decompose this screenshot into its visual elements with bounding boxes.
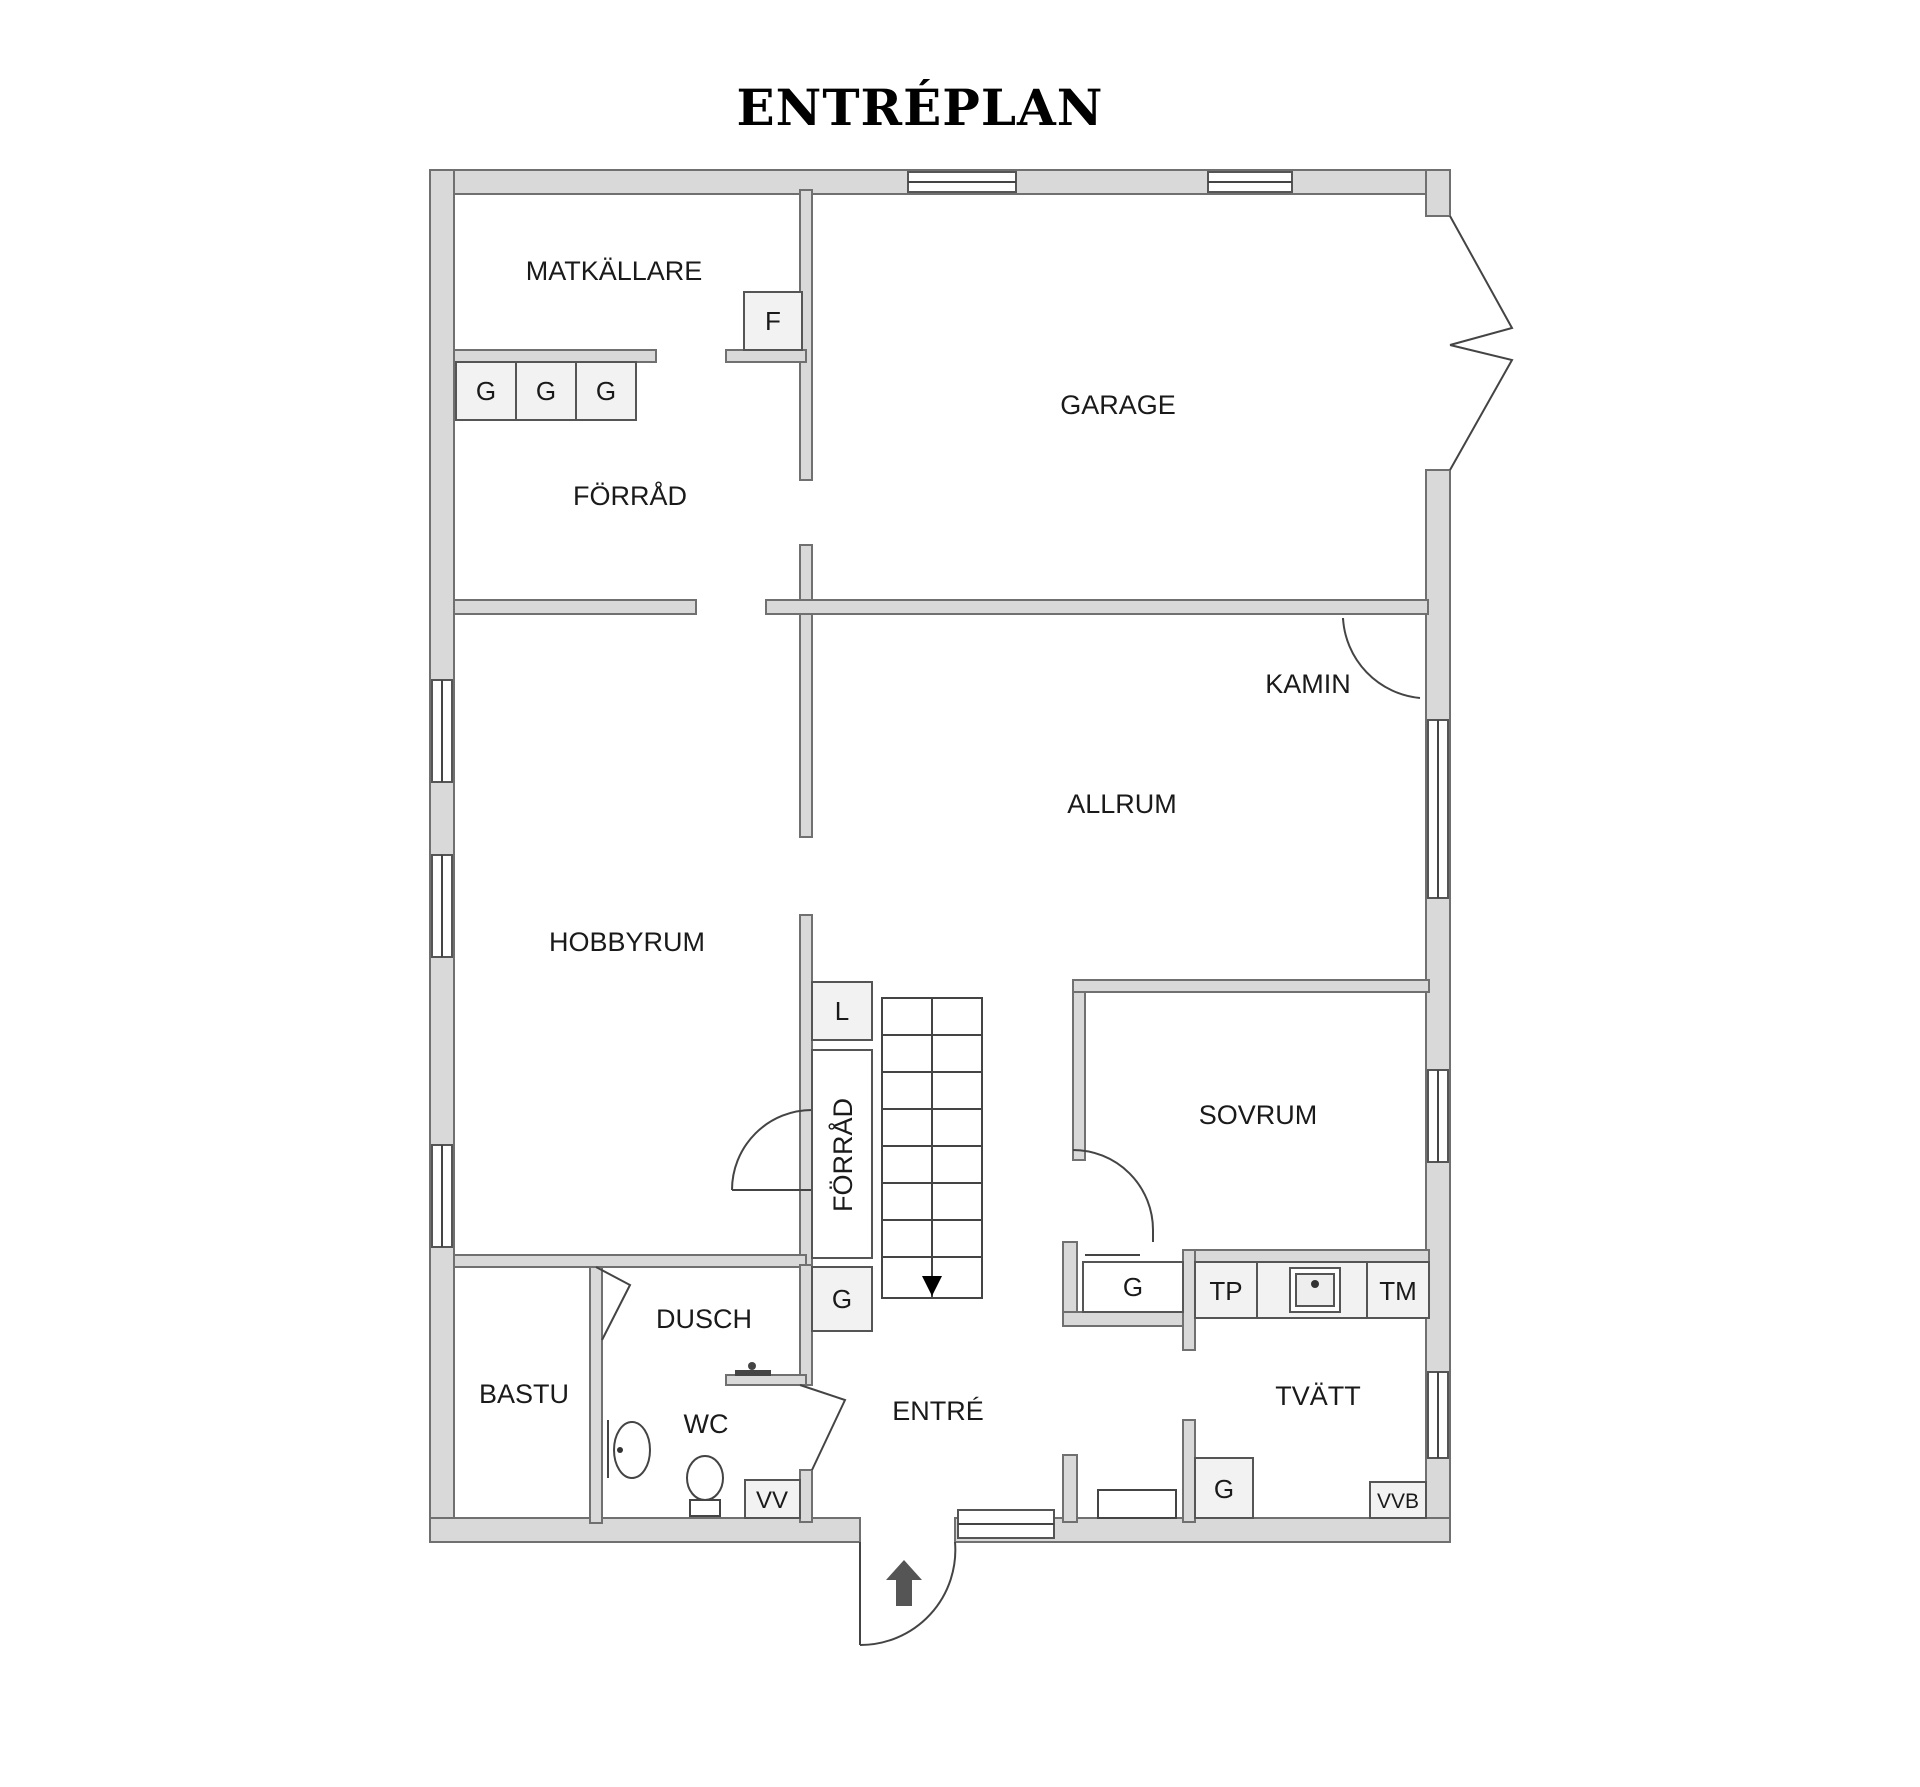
entrance-arrow-icon (886, 1560, 922, 1606)
wall-matkallare-bottom-right (725, 349, 807, 363)
label-vvb: VVB (1377, 1490, 1419, 1513)
fixture-l-box (811, 981, 873, 1041)
label-hobbyrum: HOBBYRUM (549, 927, 705, 957)
wall-hobby-stair (799, 914, 813, 1268)
wall-sovrum-top (1072, 979, 1430, 993)
label-wc: WC (684, 1409, 729, 1439)
sovrum-closet-box (1082, 1261, 1184, 1313)
label-entre: ENTRÉ (892, 1396, 984, 1426)
fixture-vv-box (744, 1479, 801, 1519)
plan-title: ENTRÉPLAN (736, 78, 1104, 137)
toilet-icon (686, 1455, 724, 1501)
label-matkallare: MATKÄLLARE (526, 256, 703, 286)
label-tp: TP (1209, 1276, 1242, 1306)
wall-tvatt-divider (1182, 1249, 1196, 1351)
label-f: F (765, 306, 781, 336)
fixture-g1-box (455, 361, 517, 421)
fixture-labels: F G G G L G G TP TM VV G VVB (476, 306, 1419, 1514)
label-g2: G (536, 376, 556, 406)
stair-arrow-icon (922, 1276, 942, 1296)
label-sovrum: SOVRUM (1199, 1100, 1318, 1130)
wall-matkallare-bottom-left (453, 349, 657, 363)
wall-east-top (1425, 169, 1451, 217)
fixture-g-stair-box (811, 1266, 873, 1332)
interior-walls (453, 189, 1430, 1524)
wall-closet-bottom (1062, 1311, 1194, 1327)
label-forrad-top: FÖRRÅD (573, 480, 687, 511)
dusch-door (595, 1266, 632, 1341)
room-labels: MATKÄLLARE GARAGE FÖRRÅD KAMIN ALLRUM HO… (479, 256, 1361, 1439)
wall-bastu-dusch (589, 1266, 603, 1524)
windows (431, 171, 1449, 1539)
doors (595, 215, 1514, 1647)
fixture-g-tvatt-box (1194, 1457, 1254, 1519)
garage-door-upper (1449, 215, 1514, 346)
label-kamin: KAMIN (1265, 669, 1351, 699)
fixture-g2-box (515, 361, 577, 421)
label-g1: G (476, 376, 496, 406)
staircase (881, 997, 983, 1299)
fixture-f-box (743, 291, 803, 351)
wc-door (799, 1384, 847, 1471)
label-bastu: BASTU (479, 1379, 569, 1409)
wall-sovrum-west (1072, 979, 1086, 1161)
label-l: L (835, 996, 849, 1026)
label-allrum: ALLRUM (1067, 789, 1177, 819)
label-forrad-stair: FÖRRÅD (827, 1098, 858, 1212)
wall-entre-stub (1062, 1454, 1078, 1523)
wall-garage-bottom (765, 599, 1429, 615)
wall-tvatt-lower (1182, 1419, 1196, 1523)
fixture-vvb-box (1369, 1481, 1427, 1519)
wall-wc-end (799, 1469, 813, 1523)
washbasin-icon (613, 1421, 651, 1479)
label-g3: G (596, 376, 616, 406)
label-tm: TM (1379, 1276, 1417, 1306)
wall-south-left (429, 1517, 861, 1543)
bench-box (1097, 1489, 1177, 1519)
fixtures (455, 291, 1430, 1519)
sovrum-door-arc (1072, 1149, 1154, 1231)
label-dusch: DUSCH (656, 1304, 752, 1334)
wall-dusch-shelf (725, 1374, 807, 1386)
fixture-g3-box (575, 361, 637, 421)
label-g-sov: G (1123, 1272, 1143, 1302)
label-tvatt: TVÄTT (1275, 1381, 1361, 1411)
forrad-closet-box (811, 1049, 873, 1259)
wall-hobby-bottom (453, 1254, 807, 1268)
label-vv: VV (756, 1487, 788, 1514)
label-g-stair: G (832, 1284, 852, 1314)
entrance-door-arc (859, 1541, 957, 1647)
label-g-tvatt: G (1214, 1474, 1234, 1504)
garage-door-lower (1449, 344, 1514, 471)
kamin-door-arc (1342, 617, 1421, 699)
wall-dusch-entre (799, 1264, 813, 1386)
label-garage: GARAGE (1060, 390, 1176, 420)
fixture-tm-box (1366, 1261, 1430, 1319)
forrad-door-arc (731, 1109, 813, 1191)
shower-mixer-icon (735, 1370, 771, 1376)
wall-allrum-hobby-upper (799, 544, 813, 838)
wall-forrad-bottom-left (453, 599, 697, 615)
wall-sovrum-bottom (1182, 1249, 1430, 1263)
